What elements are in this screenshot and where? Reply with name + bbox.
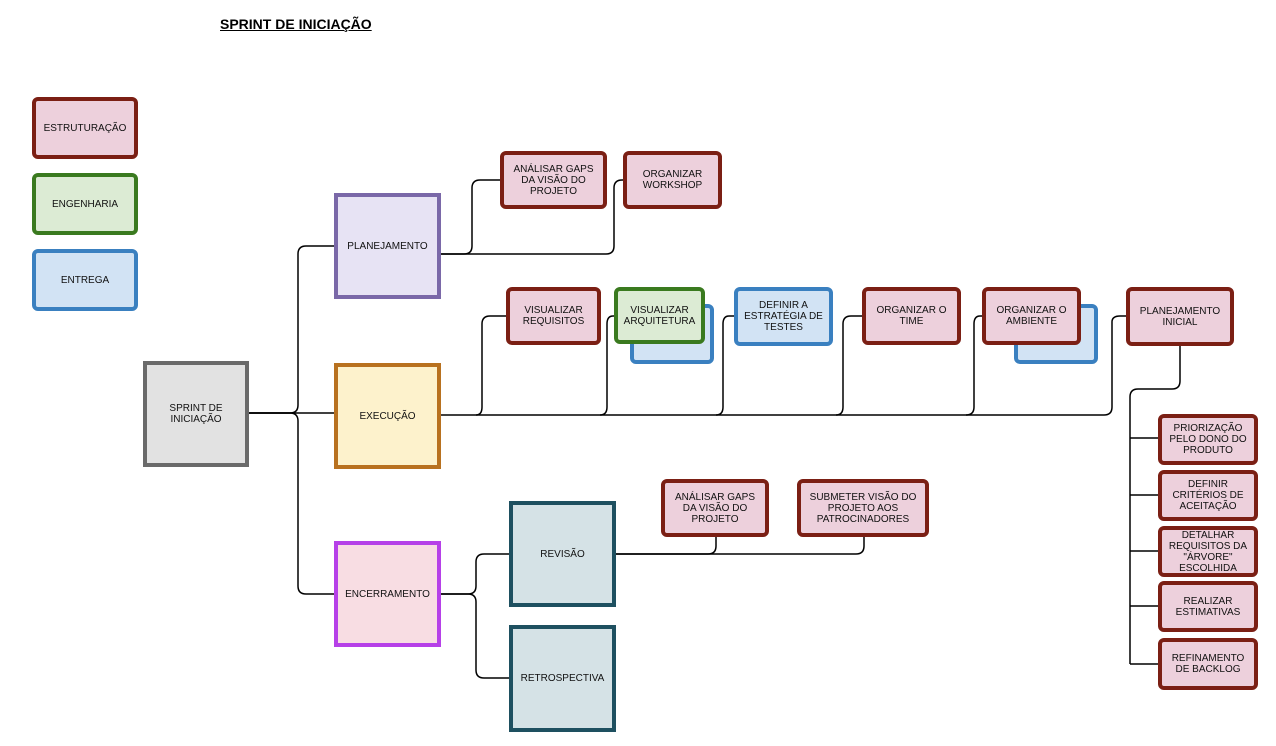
node-planejamento-label: PLANEJAMENTO — [347, 240, 428, 252]
legend-engenharia-label: ENGENHARIA — [51, 198, 119, 210]
node-organizar-workshop-label: ORGANIZAR WORKSHOP — [642, 169, 703, 191]
node-definir-estrategia-testes[interactable]: DEFINIR A ESTRATÉGIA DE TESTES — [734, 287, 833, 346]
connector-sprint-planejamento — [248, 245, 336, 414]
connector-execucao-requisitos — [475, 315, 508, 416]
legend-engenharia: ENGENHARIA — [32, 173, 138, 235]
connector-planejamento-workshop — [440, 179, 625, 255]
node-analisar-gaps-planejamento-label: ANÁLISAR GAPS DA VISÃO DO PROJETO — [513, 163, 594, 197]
node-visualizar-requisitos-label: VISUALIZAR REQUISITOS — [522, 305, 585, 327]
node-organizar-time[interactable]: ORGANIZAR O TIME — [862, 287, 961, 345]
node-definir-criterios[interactable]: DEFINIR CRITÉRIOS DE ACEITAÇÃO — [1158, 470, 1258, 521]
node-organizar-time-label: ORGANIZAR O TIME — [876, 305, 947, 327]
node-revisao[interactable]: REVISÃO — [509, 501, 616, 607]
node-definir-criterios-label: DEFINIR CRITÉRIOS DE ACEITAÇÃO — [1172, 479, 1244, 512]
node-refinamento-backlog-label: REFINAMENTO DE BACKLOG — [1171, 653, 1245, 675]
node-visualizar-arquitetura[interactable]: VISUALIZAR ARQUITETURA — [614, 287, 705, 344]
node-execucao-label: EXECUÇÃO — [359, 410, 416, 422]
node-analisar-gaps-planejamento[interactable]: ANÁLISAR GAPS DA VISÃO DO PROJETO — [500, 151, 607, 209]
connector-revisao-gaps — [614, 536, 717, 555]
node-sprint-iniciacao[interactable]: SPRINT DE INICIAÇÃO — [143, 361, 249, 467]
connector-execucao-testes — [715, 315, 736, 416]
node-sprint-iniciacao-label: SPRINT DE INICIAÇÃO — [169, 403, 223, 425]
node-realizar-estimativas-label: REALIZAR ESTIMATIVAS — [1175, 595, 1241, 618]
node-revisao-label: REVISÃO — [540, 548, 585, 560]
node-submeter-visao[interactable]: SUBMETER VISÃO DO PROJETO AOS PATROCINAD… — [797, 479, 929, 537]
node-retrospectiva-label: RETROSPECTIVA — [520, 673, 605, 684]
node-detalhar-requisitos[interactable]: DETALHAR REQUISITOS DA "ÁRVORE" ESCOLHID… — [1158, 526, 1258, 577]
page-title: SPRINT DE INICIAÇÃO — [220, 16, 372, 32]
connector-revisao-submeter — [614, 536, 865, 555]
connector-encerramento-revisao — [440, 553, 511, 595]
legend-entrega-label: ENTREGA — [60, 274, 110, 286]
node-priorizacao-label: PRIORIZAÇÃO PELO DONO DO PRODUTO — [1169, 423, 1247, 456]
node-planejamento-inicial-label: PLANEJAMENTO INICIAL — [1139, 305, 1221, 328]
node-visualizar-requisitos[interactable]: VISUALIZAR REQUISITOS — [506, 287, 601, 345]
node-retrospectiva[interactable]: RETROSPECTIVA — [509, 625, 616, 732]
node-detalhar-requisitos-label: DETALHAR REQUISITOS DA "ÁRVORE" ESCOLHID… — [1168, 529, 1248, 574]
node-visualizar-arquitetura-label: VISUALIZAR ARQUITETURA — [623, 304, 696, 327]
legend-entrega: ENTREGA — [32, 249, 138, 311]
node-analisar-gaps-revisao[interactable]: ANÁLISAR GAPS DA VISÃO DO PROJETO — [661, 479, 769, 537]
connector-planejamento-inicial-trunk — [1129, 344, 1181, 664]
node-organizar-workshop[interactable]: ORGANIZAR WORKSHOP — [623, 151, 722, 209]
connector-planejamento-gaps — [440, 179, 502, 255]
node-refinamento-backlog[interactable]: REFINAMENTO DE BACKLOG — [1158, 638, 1258, 690]
connector-execucao-bus — [440, 315, 1128, 416]
connector-encerramento-retrospectiva — [440, 593, 511, 679]
connector-execucao-time — [835, 315, 864, 416]
node-analisar-gaps-revisao-label: ANÁLISAR GAPS DA VISÃO DO PROJETO — [674, 491, 756, 525]
node-priorizacao[interactable]: PRIORIZAÇÃO PELO DONO DO PRODUTO — [1158, 414, 1258, 465]
node-encerramento-label: ENCERRAMENTO — [345, 588, 430, 600]
node-execucao[interactable]: EXECUÇÃO — [334, 363, 441, 469]
legend-estruturacao-label: ESTRUTURAÇÃO — [43, 122, 127, 134]
node-planejamento-inicial[interactable]: PLANEJAMENTO INICIAL — [1126, 287, 1234, 346]
node-realizar-estimativas[interactable]: REALIZAR ESTIMATIVAS — [1158, 581, 1258, 632]
node-organizar-ambiente-label: ORGANIZAR O AMBIENTE — [996, 305, 1067, 327]
node-definir-estrategia-testes-label: DEFINIR A ESTRATÉGIA DE TESTES — [744, 300, 823, 333]
legend-estruturacao: ESTRUTURAÇÃO — [32, 97, 138, 159]
connector-sprint-encerramento — [248, 412, 336, 595]
node-planejamento[interactable]: PLANEJAMENTO — [334, 193, 441, 299]
connector-execucao-ambiente — [965, 315, 984, 416]
node-organizar-ambiente[interactable]: ORGANIZAR O AMBIENTE — [982, 287, 1081, 345]
connector-execucao-arquitetura — [599, 315, 616, 416]
node-submeter-visao-label: SUBMETER VISÃO DO PROJETO AOS PATROCINAD… — [809, 491, 917, 525]
node-encerramento[interactable]: ENCERRAMENTO — [334, 541, 441, 647]
